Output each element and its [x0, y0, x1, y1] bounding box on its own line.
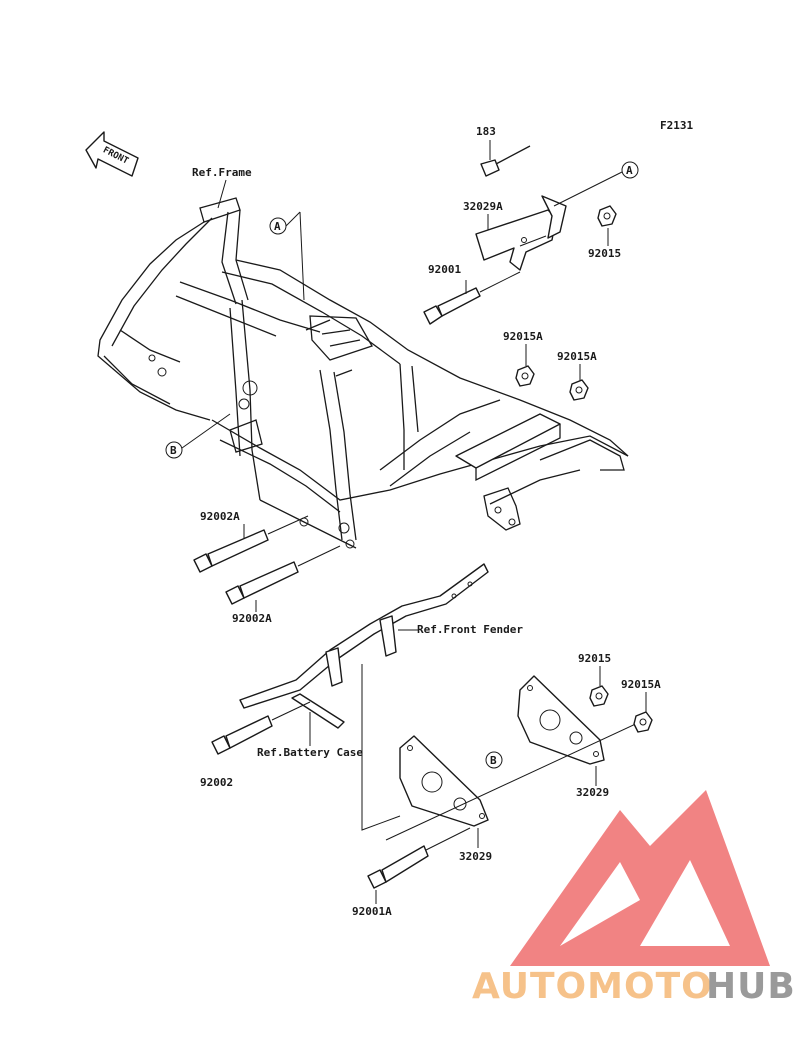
battery-case-strap: [291, 693, 345, 729]
ref-front-fender-label: Ref.Front Fender: [417, 623, 523, 636]
watermark-logo: [510, 790, 770, 966]
nut-92015A-left: [515, 365, 535, 387]
nut-92015-lower: [589, 685, 609, 707]
part-32029-left: 32029: [459, 850, 492, 863]
watermark-text-2: HUB: [706, 966, 796, 1007]
part-92015-lower: 92015: [578, 652, 611, 665]
nut-92015-top: [597, 205, 617, 227]
ref-frame-label: Ref.Frame: [192, 166, 252, 179]
frame-leader: [217, 179, 227, 209]
fender-bracket: [239, 563, 489, 709]
plate-32029-right: [517, 675, 605, 765]
part-92002A-lower: 92002A: [232, 612, 272, 625]
part-92001A: 92001A: [352, 905, 392, 918]
bracket-32029A: [475, 195, 567, 271]
callout-a-label-frame: A: [274, 220, 281, 233]
watermark-text-1: AUTOMOTO: [472, 966, 713, 1007]
plate-32029-left: [399, 735, 489, 827]
part-92001: 92001: [428, 263, 461, 276]
part-32029-right: 32029: [576, 786, 609, 799]
callout-b-label-frame: B: [170, 444, 177, 457]
bolt-92002A-lower: [225, 545, 341, 605]
frame-drawing: [97, 197, 629, 549]
part-32029A: 32029A: [463, 200, 503, 213]
callout-a-top: A: [621, 161, 639, 179]
part-92015A-right: 92015A: [557, 350, 597, 363]
bolt-92002A-upper: [193, 515, 309, 573]
callout-b-plates: B: [485, 751, 503, 769]
part-92002A-upper: 92002A: [200, 510, 240, 523]
bolt-92001: [423, 271, 521, 325]
callout-b-frame: B: [165, 413, 231, 459]
bolt-92001A: [367, 827, 471, 889]
callout-b-label-plates: B: [490, 754, 497, 767]
part-92002: 92002: [200, 776, 233, 789]
diagram-code: F2131: [660, 119, 693, 132]
callout-a-frame: A: [269, 211, 305, 301]
bolt-183: [480, 145, 531, 177]
ref-battery-case-label: Ref.Battery Case: [257, 746, 363, 759]
part-183: 183: [476, 125, 496, 138]
nut-92015A-right: [569, 379, 589, 401]
callout-a-label-top: A: [626, 164, 633, 177]
front-arrow-icon: FRONT: [85, 131, 139, 177]
part-92015A-left: 92015A: [503, 330, 543, 343]
nut-92015A-lower: [633, 711, 653, 733]
part-92015A-lower: 92015A: [621, 678, 661, 691]
watermark-logo-icon: [510, 790, 770, 966]
part-92015-top: 92015: [588, 247, 621, 260]
bolt-92002: [211, 701, 311, 755]
